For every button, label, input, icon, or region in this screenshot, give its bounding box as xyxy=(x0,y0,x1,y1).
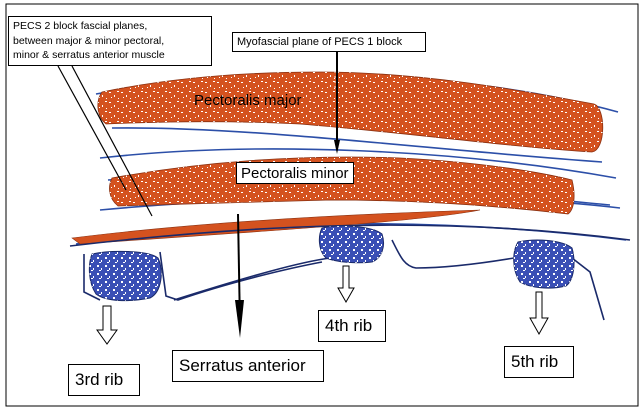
rib-3-label: 3rd rib xyxy=(68,364,140,396)
pecs2-callout: PECS 2 block fascial planes, between maj… xyxy=(8,16,212,66)
rib-5-label: 5th rib xyxy=(504,346,574,378)
rib-4-label: 4th rib xyxy=(318,310,386,342)
rib-4-shape xyxy=(319,226,383,263)
serratus-anterior-label: Serratus anterior xyxy=(172,350,324,382)
pecs1-callout: Myofascial plane of PECS 1 block xyxy=(232,32,426,52)
pectoralis-minor-label: Pectoralis minor xyxy=(236,162,354,184)
rib-5-arrow xyxy=(530,292,548,334)
pectoralis-major-label: Pectoralis major xyxy=(194,92,302,109)
rib-4-arrow xyxy=(338,266,354,302)
pecs2-line-1: PECS 2 block fascial planes, xyxy=(13,19,207,34)
serratus-text: Serratus anterior xyxy=(179,356,306,375)
rib-3-text: 3rd rib xyxy=(75,370,123,389)
rib-3-arrow xyxy=(97,306,117,344)
rib-5-text: 5th rib xyxy=(511,352,558,371)
rib-5-shape xyxy=(514,240,574,288)
rib-3-shape xyxy=(89,251,161,300)
rib-4-text: 4th rib xyxy=(325,316,372,335)
pecs2-line-2: between major & minor pectoral, xyxy=(13,34,207,49)
pecs1-label: Myofascial plane of PECS 1 block xyxy=(237,36,402,48)
pecs2-line-3: minor & serratus anterior muscle xyxy=(13,48,207,63)
pectoralis-minor-text: Pectoralis minor xyxy=(241,165,349,182)
